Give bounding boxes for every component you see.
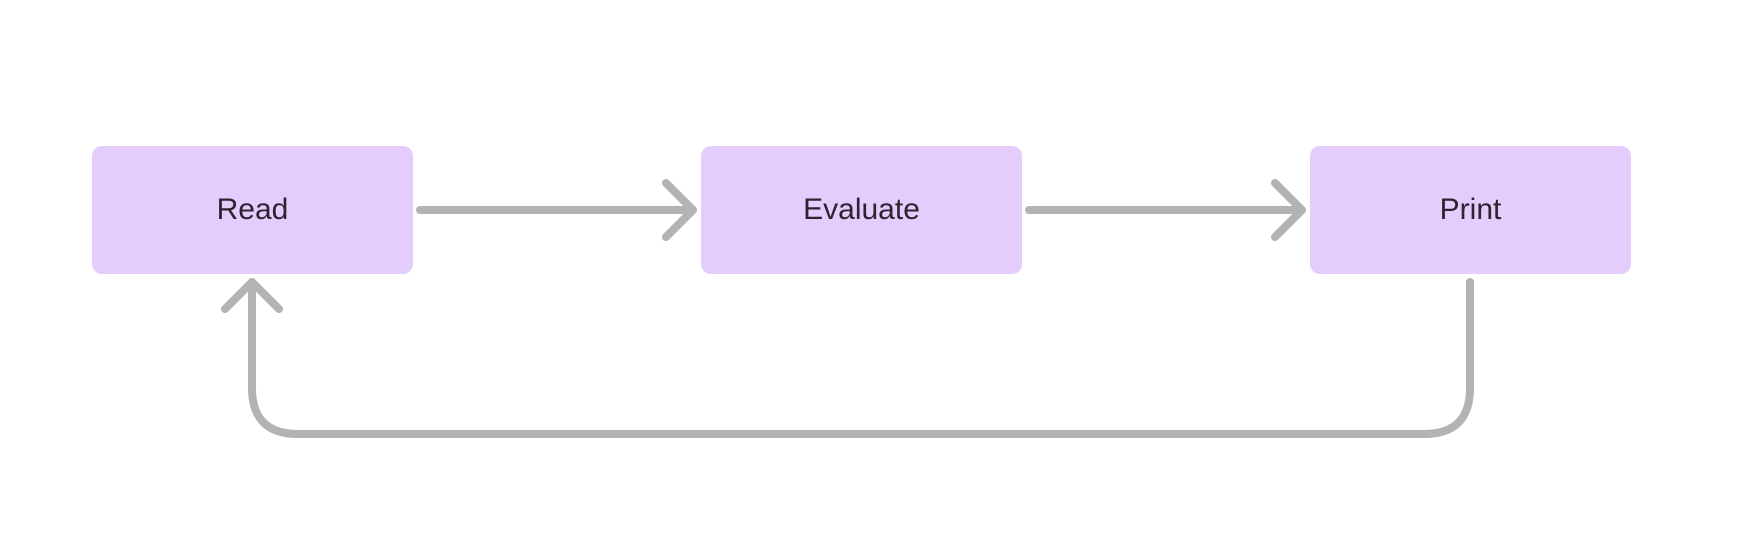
node-print: Print <box>1310 146 1631 274</box>
arrowhead-evaluate-icon <box>662 179 697 241</box>
node-read-label: Read <box>216 193 289 226</box>
edge-print-read <box>248 278 1474 438</box>
node-evaluate: Evaluate <box>701 146 1022 274</box>
node-evaluate-label: Evaluate <box>803 193 920 226</box>
arrowhead-print-icon <box>1271 179 1306 241</box>
arrowhead-read-icon <box>221 278 283 313</box>
node-print-label: Print <box>1439 193 1502 226</box>
node-read: Read <box>92 146 413 274</box>
